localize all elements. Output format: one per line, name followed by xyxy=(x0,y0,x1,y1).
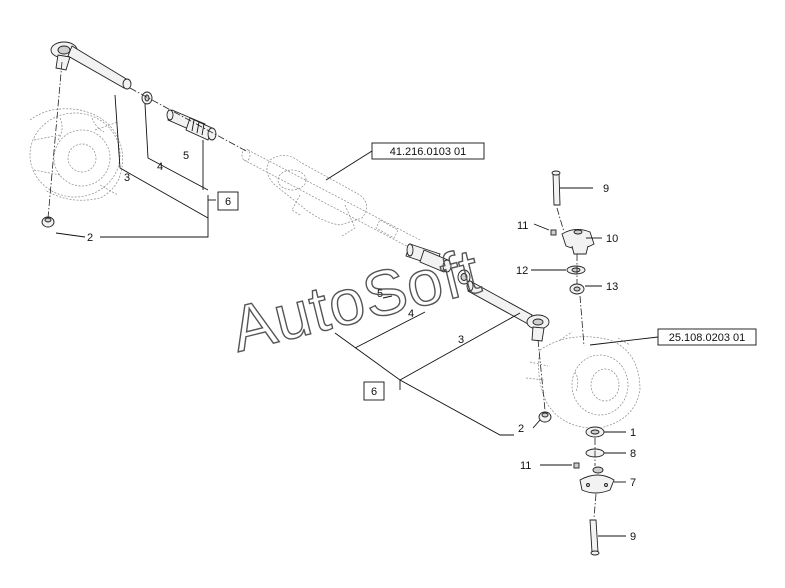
callout-numbers: 2 3 4 5 6 3 4 5 6 2 9 10 11 12 13 1 8 11… xyxy=(87,150,636,543)
lower-grease-nipple xyxy=(573,462,580,469)
reference-steering-label: 41.216.0103 01 xyxy=(390,146,466,158)
reference-axle[interactable]: 25.108.0203 01 xyxy=(657,328,757,346)
reference-axle-label: 25.108.0203 01 xyxy=(669,332,745,344)
callout-right-10[interactable]: 10 xyxy=(606,233,618,245)
axis-lines xyxy=(47,61,597,519)
steering-cylinder xyxy=(241,148,421,251)
callout-upper-6[interactable]: 6 xyxy=(225,196,231,208)
left-axle-hub xyxy=(29,108,123,201)
upper-bolt xyxy=(551,170,561,206)
callout-upper-3[interactable]: 3 xyxy=(124,172,130,184)
lower-mount-bracket xyxy=(579,466,615,494)
callout-right-13[interactable]: 13 xyxy=(606,281,618,293)
callout-upper-5[interactable]: 5 xyxy=(183,150,189,162)
upper-adjusting-sleeve xyxy=(166,109,217,141)
upper-clamp-ring xyxy=(141,91,153,105)
lower-nut xyxy=(538,411,552,423)
reference-steering-box[interactable]: 41.216.0103 01 xyxy=(371,142,485,160)
upper-nut xyxy=(41,216,55,228)
callout-right-9-bottom[interactable]: 9 xyxy=(630,531,636,543)
callout-lower-2[interactable]: 2 xyxy=(518,423,524,435)
callout-mid-6-box xyxy=(363,381,385,401)
autosoft-watermark: AutoSoft xyxy=(224,234,487,365)
callout-right-9-top[interactable]: 9 xyxy=(603,183,609,195)
lower-bearing xyxy=(585,426,605,438)
upper-bearing xyxy=(569,283,585,295)
callout-mid-4[interactable]: 4 xyxy=(408,308,414,320)
callout-mid-5[interactable]: 5 xyxy=(377,288,383,300)
callout-right-11-top[interactable]: 11 xyxy=(517,220,528,232)
upper-grease-nipple xyxy=(550,229,557,236)
callout-upper-2[interactable]: 2 xyxy=(87,232,93,244)
callout-upper-4[interactable]: 4 xyxy=(157,161,163,173)
middle-tie-rod-end xyxy=(466,280,550,342)
leader-lines xyxy=(55,94,659,537)
middle-clamp-ring xyxy=(457,269,471,285)
callout-right-7[interactable]: 7 xyxy=(630,477,636,489)
middle-adjusting-sleeve xyxy=(405,243,452,273)
callout-right-1[interactable]: 1 xyxy=(630,427,636,439)
callout-right-11-bottom[interactable]: 11 xyxy=(520,460,531,472)
callout-mid-3[interactable]: 3 xyxy=(458,334,464,346)
callout-mid-6[interactable]: 6 xyxy=(371,386,377,398)
lower-bolt xyxy=(589,519,600,556)
right-axle-hub xyxy=(525,331,641,429)
callout-right-12[interactable]: 12 xyxy=(516,265,528,277)
upper-mount-bracket xyxy=(561,229,595,255)
upper-tie-rod-end xyxy=(50,41,132,90)
callout-upper-6-box xyxy=(217,191,239,211)
callout-right-8[interactable]: 8 xyxy=(630,448,636,460)
upper-shim xyxy=(566,265,586,275)
